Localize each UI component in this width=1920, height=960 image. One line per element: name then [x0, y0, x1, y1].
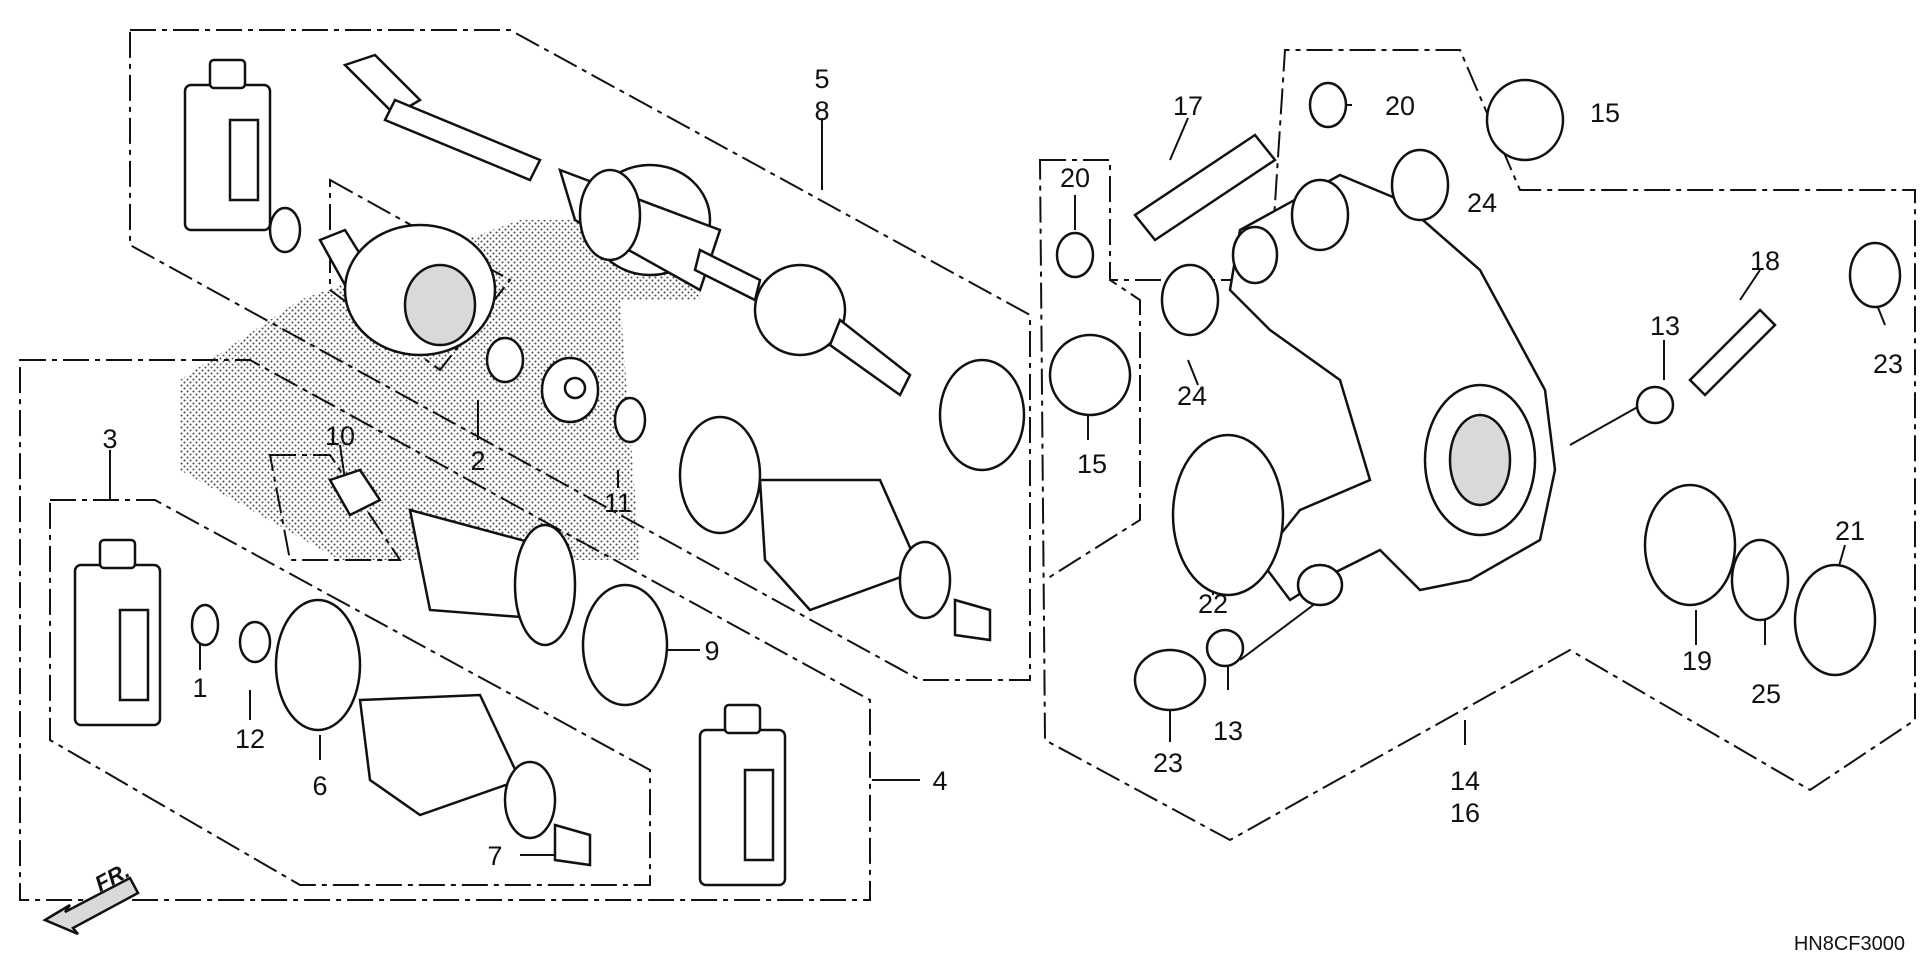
circlip-12: [238, 620, 272, 664]
front-direction-arrow: [42, 876, 140, 936]
label-2: 2: [470, 446, 485, 476]
seal-20-top: [1308, 81, 1348, 129]
boot-middle: [328, 468, 577, 647]
band-6: [274, 598, 362, 732]
label-23-bottom: 23: [1153, 748, 1183, 778]
label-24-left: 24: [1177, 381, 1207, 411]
label-13-bottom: 13: [1213, 716, 1243, 746]
label-19: 19: [1682, 646, 1712, 676]
boot-lower: [358, 693, 592, 867]
cap-15-top: [1485, 78, 1565, 162]
callout-labels: 5 8 3 10 2 11 9 1 12 6 4 7 17 20 20 15 2…: [102, 64, 1903, 871]
grease-bottle-bottom: [698, 703, 787, 887]
band-9: [581, 583, 669, 707]
label-8: 8: [814, 96, 829, 126]
shaft-18: [1688, 308, 1777, 397]
bearing-24-left: [1160, 263, 1220, 337]
label-4: 4: [932, 766, 947, 796]
bearing-19: [1643, 483, 1737, 607]
seal-21: [1793, 563, 1877, 677]
label-15-left: 15: [1077, 449, 1107, 479]
boot-right: [758, 478, 992, 642]
label-10: 10: [325, 421, 355, 451]
label-24-top: 24: [1467, 188, 1497, 218]
label-18: 18: [1750, 246, 1780, 276]
diagram-code: HN8CF3000: [1794, 933, 1905, 955]
bearing-24-top: [1390, 148, 1450, 222]
grease-bottle-left: [73, 538, 162, 727]
driveshaft-top: [342, 53, 912, 397]
label-7: 7: [487, 841, 502, 871]
circlip-1: [190, 603, 220, 647]
sleeve-17: [1133, 133, 1277, 242]
label-25: 25: [1751, 679, 1781, 709]
circlip-top: [268, 206, 302, 254]
label-17: 17: [1173, 91, 1203, 121]
label-6: 6: [312, 771, 327, 801]
cap-15-left: [1048, 333, 1132, 417]
seal-20-left: [1055, 231, 1095, 279]
cv-joint-outer: [318, 223, 600, 424]
band-right-top: [938, 358, 1026, 472]
label-3: 3: [102, 424, 117, 454]
parts: [42, 53, 1902, 936]
cap-23-bottom: [1133, 648, 1207, 712]
label-20-top: 20: [1385, 91, 1415, 121]
label-11: 11: [604, 488, 632, 518]
label-5: 5: [814, 64, 829, 94]
label-12: 12: [235, 724, 265, 754]
circlip-25: [1730, 538, 1790, 622]
label-16: 16: [1450, 798, 1480, 828]
label-1: 1: [192, 673, 207, 703]
label-23-right: 23: [1873, 349, 1903, 379]
grease-bottle-top: [183, 58, 272, 232]
collar-13-bottom: [1205, 628, 1245, 668]
label-14: 14: [1450, 766, 1480, 796]
final-drive-case: [1228, 173, 1557, 607]
label-21: 21: [1835, 516, 1865, 546]
seal-23-right: [1848, 241, 1902, 309]
label-13-right: 13: [1650, 311, 1680, 341]
label-15-top: 15: [1590, 98, 1620, 128]
band-left-mid: [678, 415, 762, 535]
circlip-11: [613, 396, 647, 444]
collar-13-right: [1635, 385, 1675, 425]
label-9: 9: [704, 636, 719, 666]
seal-22: [1171, 433, 1285, 597]
label-22: 22: [1198, 589, 1228, 619]
label-20-left: 20: [1060, 163, 1090, 193]
